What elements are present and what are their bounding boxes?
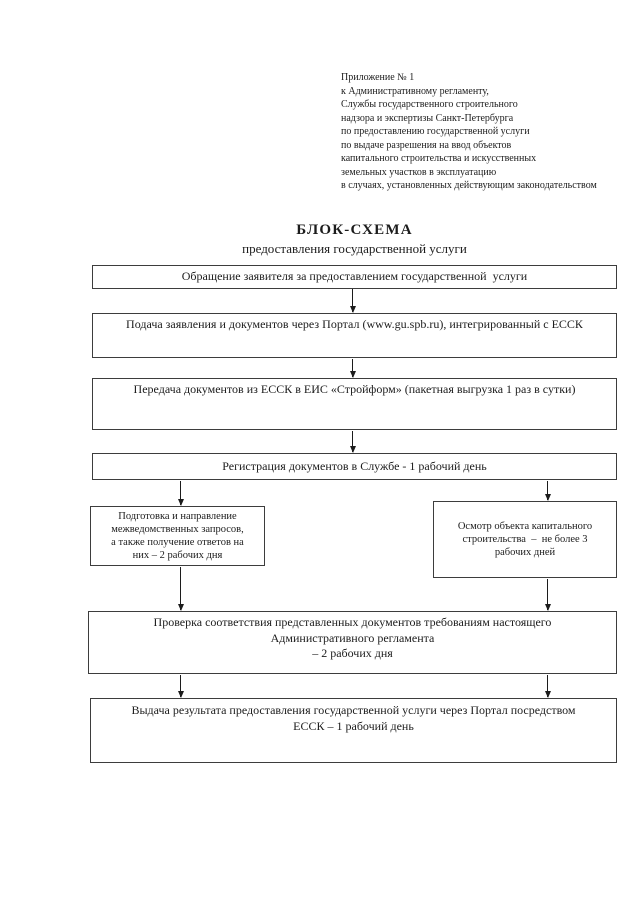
appendix-line: Приложение № 1 [341, 72, 415, 83]
appendix-line: земельных участков в эксплуатацию [341, 166, 497, 178]
flow-box-essk-transfer: Передача документов из ЕССК в ЕИС «Строй… [92, 378, 617, 430]
flow-box-text: Передача документов из ЕССК в ЕИС «Строй… [133, 382, 576, 396]
flow-box-text: Регистрация документов в Службе - 1 рабо… [222, 458, 487, 473]
flow-box-text: межведомственных запросов, [111, 523, 244, 535]
flow-box-compliance-check: Проверка соответствия представленных док… [88, 611, 617, 674]
flow-box-text: строительства – не более 3 [462, 533, 588, 545]
flow-box-text: Административного регламента [270, 630, 435, 645]
arrow-down-icon [352, 289, 354, 312]
appendix-line: надзора и экспертизы Санкт-Петербурга [341, 112, 514, 124]
flow-box-text: Подготовка и направление [118, 510, 237, 522]
arrow-down-icon [180, 481, 182, 505]
page-title: БЛОК-СХЕМА [296, 222, 413, 238]
appendix-line: к Административному регламенту, [341, 85, 489, 97]
flow-box-result-issue: Выдача результата предоставления государ… [90, 698, 617, 763]
flow-box-text: – 2 рабочих дня [312, 646, 393, 660]
page-subtitle: предоставления государственной услуги [242, 241, 467, 256]
flow-box-interagency-requests: Подготовка и направление межведомственны… [90, 506, 265, 566]
flow-box-text: Обращение заявителя за предоставлением г… [181, 269, 528, 284]
arrow-down-icon [547, 481, 549, 500]
appendix-line: капитального строительства и искусственн… [341, 153, 537, 164]
flow-box-text: Осмотр объекта капитального [457, 520, 593, 532]
flow-box-registration: Регистрация документов в Службе - 1 рабо… [92, 453, 617, 480]
flow-box-text: них – 2 рабочих дня [132, 550, 223, 562]
arrow-down-icon [547, 579, 549, 610]
arrow-down-icon [180, 567, 182, 610]
flow-box-text: рабочих дней [494, 547, 556, 559]
appendix-line: по выдаче разрешения на ввод объектов [341, 139, 512, 151]
arrow-down-icon [352, 431, 354, 452]
flow-box-text: а также получение ответов на [111, 537, 244, 548]
flow-box-applicant-request: Обращение заявителя за предоставлением г… [92, 265, 617, 289]
flow-box-text: Выдача результата предоставления государ… [131, 703, 576, 717]
flow-box-portal-submission: Подача заявления и документов через Порт… [92, 313, 617, 358]
flow-box-text: Проверка соответствия представленных док… [153, 615, 552, 629]
appendix-note: Приложение № 1 к Административному регла… [341, 71, 633, 193]
arrow-down-icon [352, 359, 354, 377]
flow-box-object-inspection: Осмотр объекта капитального строительств… [433, 501, 617, 578]
appendix-line: в случаях, установленных действующим зак… [341, 180, 597, 191]
flow-box-text: Подача заявления и документов через Порт… [126, 317, 583, 331]
appendix-line: по предоставлению государственной услуги [341, 126, 530, 137]
arrow-down-icon [547, 675, 549, 697]
arrow-down-icon [180, 675, 182, 697]
flow-box-text: ЕССК – 1 рабочий день [293, 718, 414, 733]
appendix-line: Службы государственного строительного [341, 99, 518, 110]
